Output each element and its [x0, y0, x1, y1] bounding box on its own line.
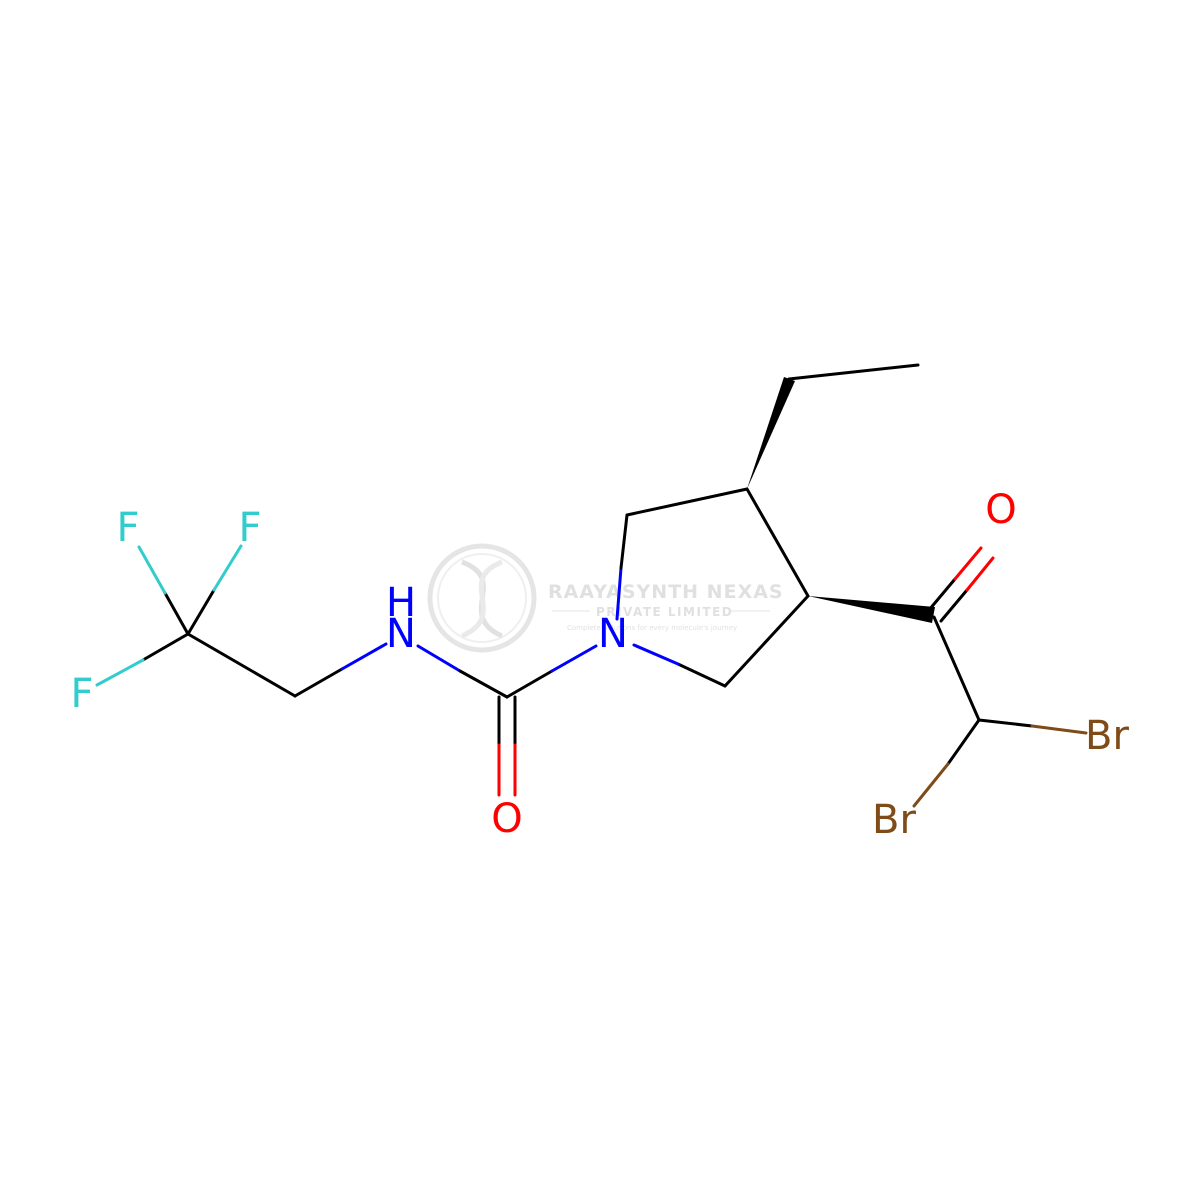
bond-cf3-f2-colored [212, 544, 243, 592]
bond-nh-curea-colored [416, 644, 462, 673]
bond-ketone-co-a-colored [953, 546, 983, 581]
bond-ring-c4-c5 [723, 594, 810, 688]
watermark-subtitle: PRIVATE LIMITED [596, 605, 733, 619]
bond-curea-nring-colored [550, 644, 598, 673]
bond-ketone-co-b-colored [965, 556, 995, 592]
watermark-logo-icon [427, 543, 537, 653]
bond-cf3-f3-colored [95, 658, 145, 687]
atom-labels: F F F H N N O O Br Br [70, 487, 1129, 843]
atom-ring-nitrogen: N [598, 611, 628, 657]
bond-cf3-f1 [163, 591, 190, 636]
bond-curea-nring [505, 669, 554, 699]
atom-f3: F [70, 671, 93, 717]
bond-ethyl-ch2-ch3 [787, 363, 920, 381]
bond-nring-c2-colored [615, 566, 623, 621]
watermark-tagline: Complete Solutions for every molecule's … [567, 624, 737, 632]
bond-chbr2-br2-colored [912, 762, 950, 808]
atom-bromine-1: Br [1085, 713, 1129, 759]
bond-ketone-chbr2 [932, 615, 981, 722]
atom-nh-nitrogen: N [386, 611, 416, 657]
wedge-bond-ethyl [747, 377, 795, 489]
bond-cf3-ch2 [186, 632, 297, 698]
bond-ring-c5-nring [676, 662, 727, 688]
atom-nh-hydrogen: H [386, 580, 416, 626]
bond-cf3-f1-colored [137, 545, 167, 595]
watermark: RAAYASYNTH NEXAS PRIVATE LIMITED Complet… [427, 543, 784, 653]
bonds [95, 363, 1088, 808]
atom-bromine-2: Br [872, 797, 916, 843]
bond-ring-c3-c4 [745, 487, 810, 598]
bond-nring-c2 [619, 513, 629, 570]
bond-ketone-co-a [927, 577, 957, 612]
watermark-title: RAAYASYNTH NEXAS [548, 581, 784, 603]
bond-ketone-co-b [939, 588, 969, 623]
bond-cf3-f2 [186, 588, 216, 636]
atom-ketone-oxygen: O [985, 487, 1016, 533]
bond-ch2-nh-colored [340, 642, 388, 671]
bond-chbr2-br2 [946, 718, 981, 766]
wedge-bond-ketone [808, 596, 935, 623]
atom-f1: F [116, 505, 139, 551]
bond-chbr2-br1-colored [1030, 724, 1088, 735]
bond-nh-curea [458, 669, 509, 699]
bond-ring-c2-c3 [625, 487, 749, 517]
atom-f2: F [238, 505, 261, 551]
atom-urea-oxygen: O [491, 796, 522, 842]
bond-cf3-f3 [141, 632, 190, 662]
bond-ch2-nh [293, 667, 344, 698]
bond-chbr2-br1 [977, 718, 1034, 728]
bond-ring-c5-nring-colored [632, 643, 680, 666]
